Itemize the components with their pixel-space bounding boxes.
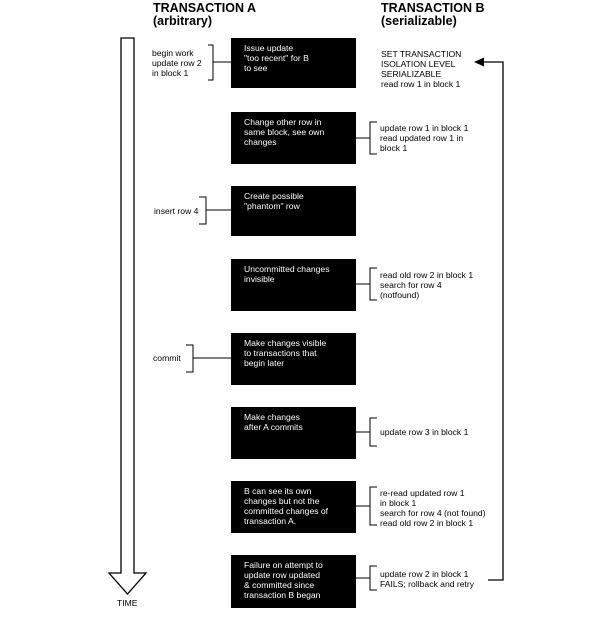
b-note-reread: re-read updated row 1 in block 1 search … [380,488,486,528]
step-box-failure: Failure on attempt to update row updated… [231,555,356,608]
retry-arrowhead [474,57,484,67]
b-note-update-row-1: update row 1 in block 1 read updated row… [380,123,469,153]
transaction-a-title: TRANSACTION A [153,1,257,15]
b-bracket-1 [356,121,377,155]
b-note-fails: update row 2 in block 1 FAILS; rollback … [380,569,475,589]
a-bracket-2 [199,196,231,225]
b-note-update-row-3: update row 3 in block 1 [380,427,469,437]
step-box-b-sees-own: B can see its own changes but not the co… [231,481,356,533]
a-note-commit: commit [153,353,181,363]
time-arrow [107,37,148,595]
b-bracket-4 [356,486,377,526]
step-box-uncommitted: Uncommitted changes invisible [231,259,356,311]
transaction-b-subtitle: (serializable) [381,14,457,28]
b-bracket-2 [356,267,377,301]
a-note-insert-row: insert row 4 [154,206,199,216]
transaction-b-title: TRANSACTION B [381,1,485,15]
time-label: TIME [117,598,138,608]
retry-arrow [482,61,504,581]
b-note-set-transaction: SET TRANSACTION ISOLATION LEVEL SERIALIZ… [381,49,462,89]
step-box-phantom-row: Create possible "phantom" row [231,186,356,236]
b-note-read-old-row: read old row 2 in block 1 search for row… [380,270,474,300]
transaction-a-subtitle: (arbitrary) [153,14,213,28]
step-box-change-other-row: Change other row in same block, see own … [231,112,356,164]
step-box-after-commit: Make changes after A commits [231,407,356,459]
a-bracket-3 [186,344,231,373]
step-box-make-visible: Make changes visible to transactions tha… [231,333,356,385]
a-bracket-1 [208,44,231,81]
b-bracket-3 [356,417,377,447]
step-box-issue-update: Issue update "too recent" for B to see [231,38,356,88]
b-bracket-5 [356,565,377,591]
a-note-begin-work: begin work update row 2 in block 1 [152,48,202,78]
